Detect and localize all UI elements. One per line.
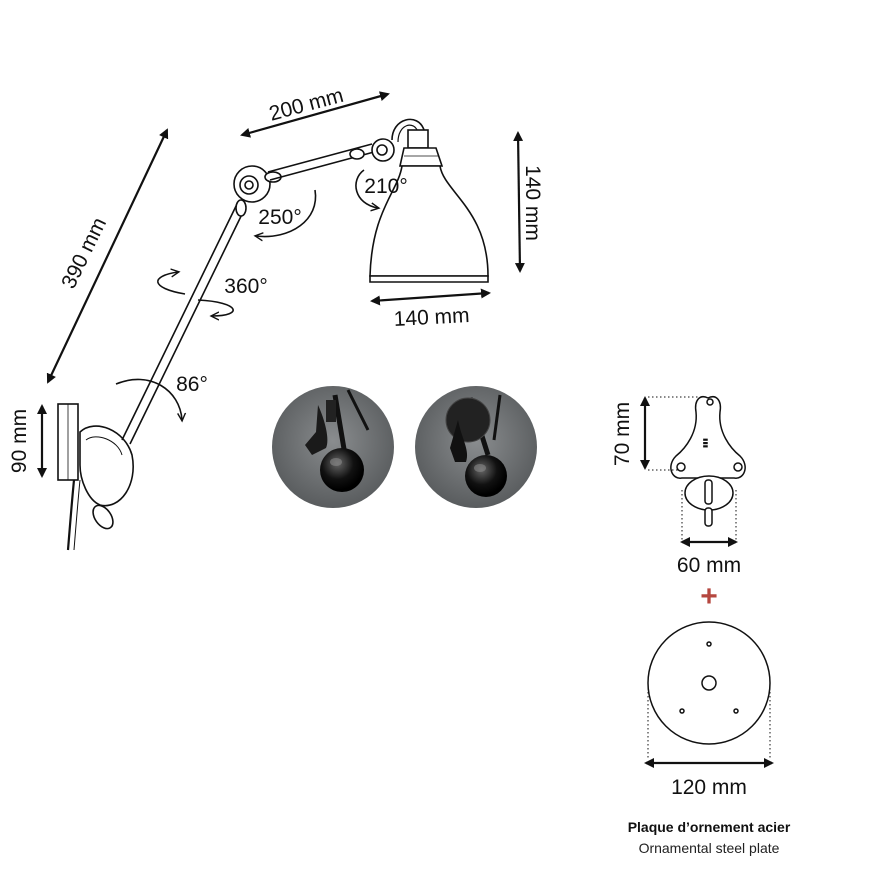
- power-cable: [66, 479, 76, 551]
- mount-width-label: 60 mm: [677, 554, 741, 577]
- detail-photo-1: [272, 386, 394, 508]
- plate-diameter-label: 120 mm: [671, 776, 747, 799]
- head-rotation-arrow: [355, 169, 378, 208]
- detail-photo-2: [415, 386, 537, 508]
- base-rotation-arrow: [115, 378, 182, 420]
- mount-height-label: 70 mm: [611, 402, 634, 466]
- lower-arm-length-label: 390 mm: [57, 214, 111, 292]
- lamp-illustration: [57, 118, 489, 551]
- mount-bracket-illustration: ▮▮▮: [670, 396, 746, 527]
- head-joint-angle-label: 210°: [364, 175, 407, 198]
- plus-sign: +: [700, 580, 718, 613]
- arm-rotation-arrow-bottom: [197, 299, 234, 316]
- shade-height-label: 140 mm: [521, 165, 544, 241]
- shade-height-dimension-line: [513, 131, 525, 273]
- upper-arm-dimension-line: [240, 91, 390, 138]
- lower-arm-dimension-line: [46, 128, 169, 384]
- shade-width-dimension-line: [370, 288, 491, 306]
- shade-width-label: 140 mm: [393, 304, 470, 331]
- upper-arm-length-label: 200 mm: [267, 84, 346, 126]
- elbow-angle-label: 250°: [258, 206, 301, 229]
- plate-caption-english: Ornamental steel plate: [639, 840, 780, 856]
- plate-caption-french: Plaque d’ornement acier: [628, 819, 791, 835]
- base-height-label: 90 mm: [8, 409, 31, 473]
- arm-rotation-angle-label: 360°: [224, 275, 267, 298]
- ornamental-plate-illustration: [647, 621, 771, 745]
- arm-rotation-arrow-top: [157, 272, 186, 295]
- elbow-rotation-arrow: [256, 189, 317, 237]
- svg-text:▮▮▮: ▮▮▮: [703, 438, 709, 448]
- base-joint-angle-label: 86°: [176, 373, 208, 396]
